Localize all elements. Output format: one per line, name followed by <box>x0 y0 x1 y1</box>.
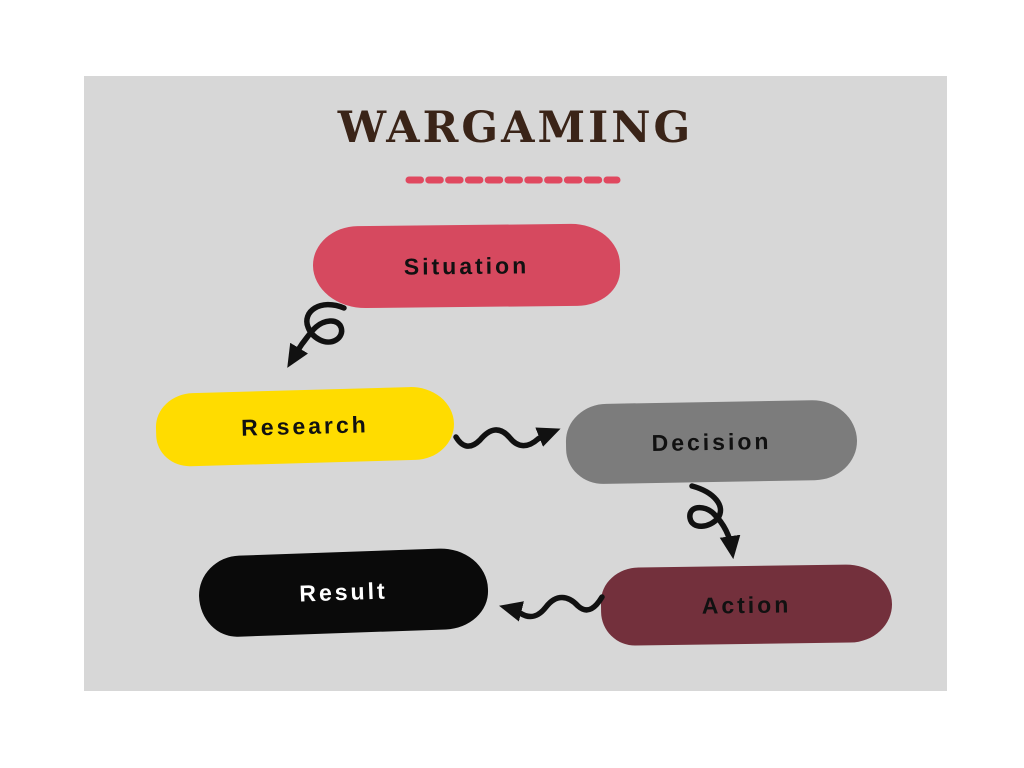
arrow-situation-to-research-icon <box>287 301 347 368</box>
node-situation-label: Situation <box>403 251 530 280</box>
node-decision-label: Decision <box>651 427 772 456</box>
node-action-label: Action <box>701 590 792 619</box>
node-research: Research <box>155 385 455 468</box>
node-situation: Situation <box>312 223 621 309</box>
node-result-label: Result <box>298 577 389 607</box>
page-title: WARGAMING <box>337 103 694 153</box>
arrow-research-to-decision-icon <box>453 427 561 449</box>
node-research-label: Research <box>240 411 370 441</box>
dashed-divider <box>405 176 621 184</box>
node-result: Result <box>197 546 490 639</box>
node-decision: Decision <box>565 399 858 485</box>
node-action: Action <box>600 563 893 647</box>
arrow-decision-to-action-icon <box>687 483 741 560</box>
diagram-panel: WARGAMING Situation Research Decision <box>84 76 947 691</box>
arrow-action-to-result-icon <box>499 594 605 622</box>
